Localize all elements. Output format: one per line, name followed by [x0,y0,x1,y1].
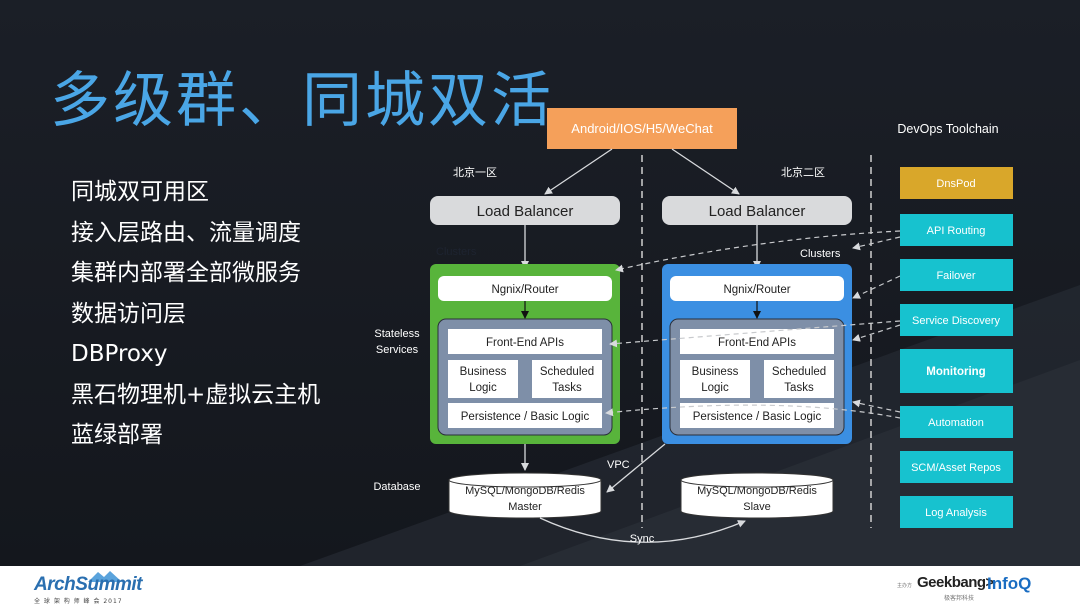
stateless-label-line2: Services [376,344,419,356]
organizer-label: 主办方 [897,583,913,589]
clusters-label-right: Clusters [800,248,841,260]
bullet-item: 蓝绿部署 [71,422,163,448]
load-balancer-right-label: Load Balancer [709,203,806,220]
clusters-label-left: Clusters [436,246,477,258]
devops-automation [900,406,1013,438]
business-logic-right-line1: Business [692,366,739,378]
database-slave-name: MySQL/MongoDB/Redis [697,485,817,497]
devops-service-discovery-label: Service Discovery [912,315,1001,327]
sync-label: Sync [630,533,655,545]
infoq-logo: InfoQ [987,574,1032,593]
devops-automation-label: Automation [928,417,984,429]
frontend-right-label: Front-End APIs [718,337,796,349]
persistence-left-label: Persistence / Basic Logic [461,411,590,423]
scheduled-tasks-right-line2: Tasks [784,382,814,394]
archsummit-logo: ArchSummit [34,574,142,595]
load-balancer-right [662,196,852,225]
persistence-left [448,403,602,428]
load-balancer-left [430,196,620,225]
devops-dnspod [900,167,1013,199]
database-label: Database [373,481,420,493]
router-left-label: Ngnix/Router [491,284,558,296]
bullet-item: 集群内部署全部微服务 [71,260,301,286]
bullet-list: 同城双可用区 接入层路由、流量调度 集群内部署全部微服务 数据访问层 DBPro… [71,172,320,456]
business-logic-right [680,360,750,398]
devops-scm-label: SCM/Asset Repos [911,462,1001,474]
scheduled-tasks-right [764,360,834,398]
devops-connectors [605,230,901,419]
devops-failover-label: Failover [936,270,975,282]
frontend-right [680,329,834,354]
devops-service-discovery [900,304,1013,336]
vpc-label: VPC [607,459,630,471]
database-master-name: MySQL/MongoDB/Redis [465,485,585,497]
devops-monitoring [900,349,1013,393]
business-logic-left-line1: Business [460,366,507,378]
archsummit-subtitle: 全 球 架 构 师 峰 会 2017 [34,598,123,605]
router-left [438,276,612,301]
business-logic-right-line2: Logic [701,382,729,394]
database-master [448,472,602,519]
devops-log-analysis-label: Log Analysis [925,507,987,519]
devops-failover [900,259,1013,291]
database-slave [680,472,834,519]
stateless-label-line1: Stateless [374,328,420,340]
business-logic-left [448,360,518,398]
router-right-label: Ngnix/Router [723,284,790,296]
archsummit-logo-icon [88,571,122,582]
bullet-item: 数据访问层 [71,300,186,327]
persistence-right-label: Persistence / Basic Logic [693,411,822,423]
scheduled-tasks-left [532,360,602,398]
slide: 多级群、同城双活 同城双可用区 接入层路由、流量调度 集群内部署全部微服务 数据… [0,0,1080,566]
devops-dnspod-label: DnsPod [936,178,975,190]
geekbang-logo: Geekbang> [917,574,994,591]
scheduled-tasks-right-line1: Scheduled [772,366,826,378]
devops-title: DevOps Toolchain [897,122,998,136]
router-right [670,276,844,301]
devops-api-routing-label: API Routing [927,225,986,237]
zone-right-label: 北京二区 [781,165,825,179]
client-label: Android/IOS/H5/WeChat [571,121,713,136]
zone-left-label: 北京一区 [453,165,497,179]
database-slave-role: Slave [743,501,771,513]
bullet-item: 同城双可用区 [71,179,209,205]
architecture-diagram: Android/IOS/H5/WeChat 北京一区 北京二区 Load Bal… [373,108,1013,545]
scheduled-tasks-left-line1: Scheduled [540,366,594,378]
client-box [547,108,737,149]
devops-scm [900,451,1013,483]
database-master-role: Master [508,501,542,513]
load-balancer-left-label: Load Balancer [477,203,574,220]
bullet-item: DBProxy [71,341,168,367]
slide-title: 多级群、同城双活 [50,66,554,136]
devops-log-analysis [900,496,1013,528]
devops-api-routing [900,214,1013,246]
frontend-left [448,329,602,354]
frontend-left-label: Front-End APIs [486,337,564,349]
geekbang-subtitle: 极客邦科技 [944,595,975,602]
sync-arrow [539,517,746,543]
business-logic-left-line2: Logic [469,382,497,394]
bullet-item: 黑石物理机+虚拟云主机 [71,381,321,408]
scheduled-tasks-left-line2: Tasks [552,382,582,394]
devops-monitoring-label: Monitoring [926,366,985,378]
bullet-item: 接入层路由、流量调度 [71,219,301,246]
footer-bar [0,566,1080,608]
